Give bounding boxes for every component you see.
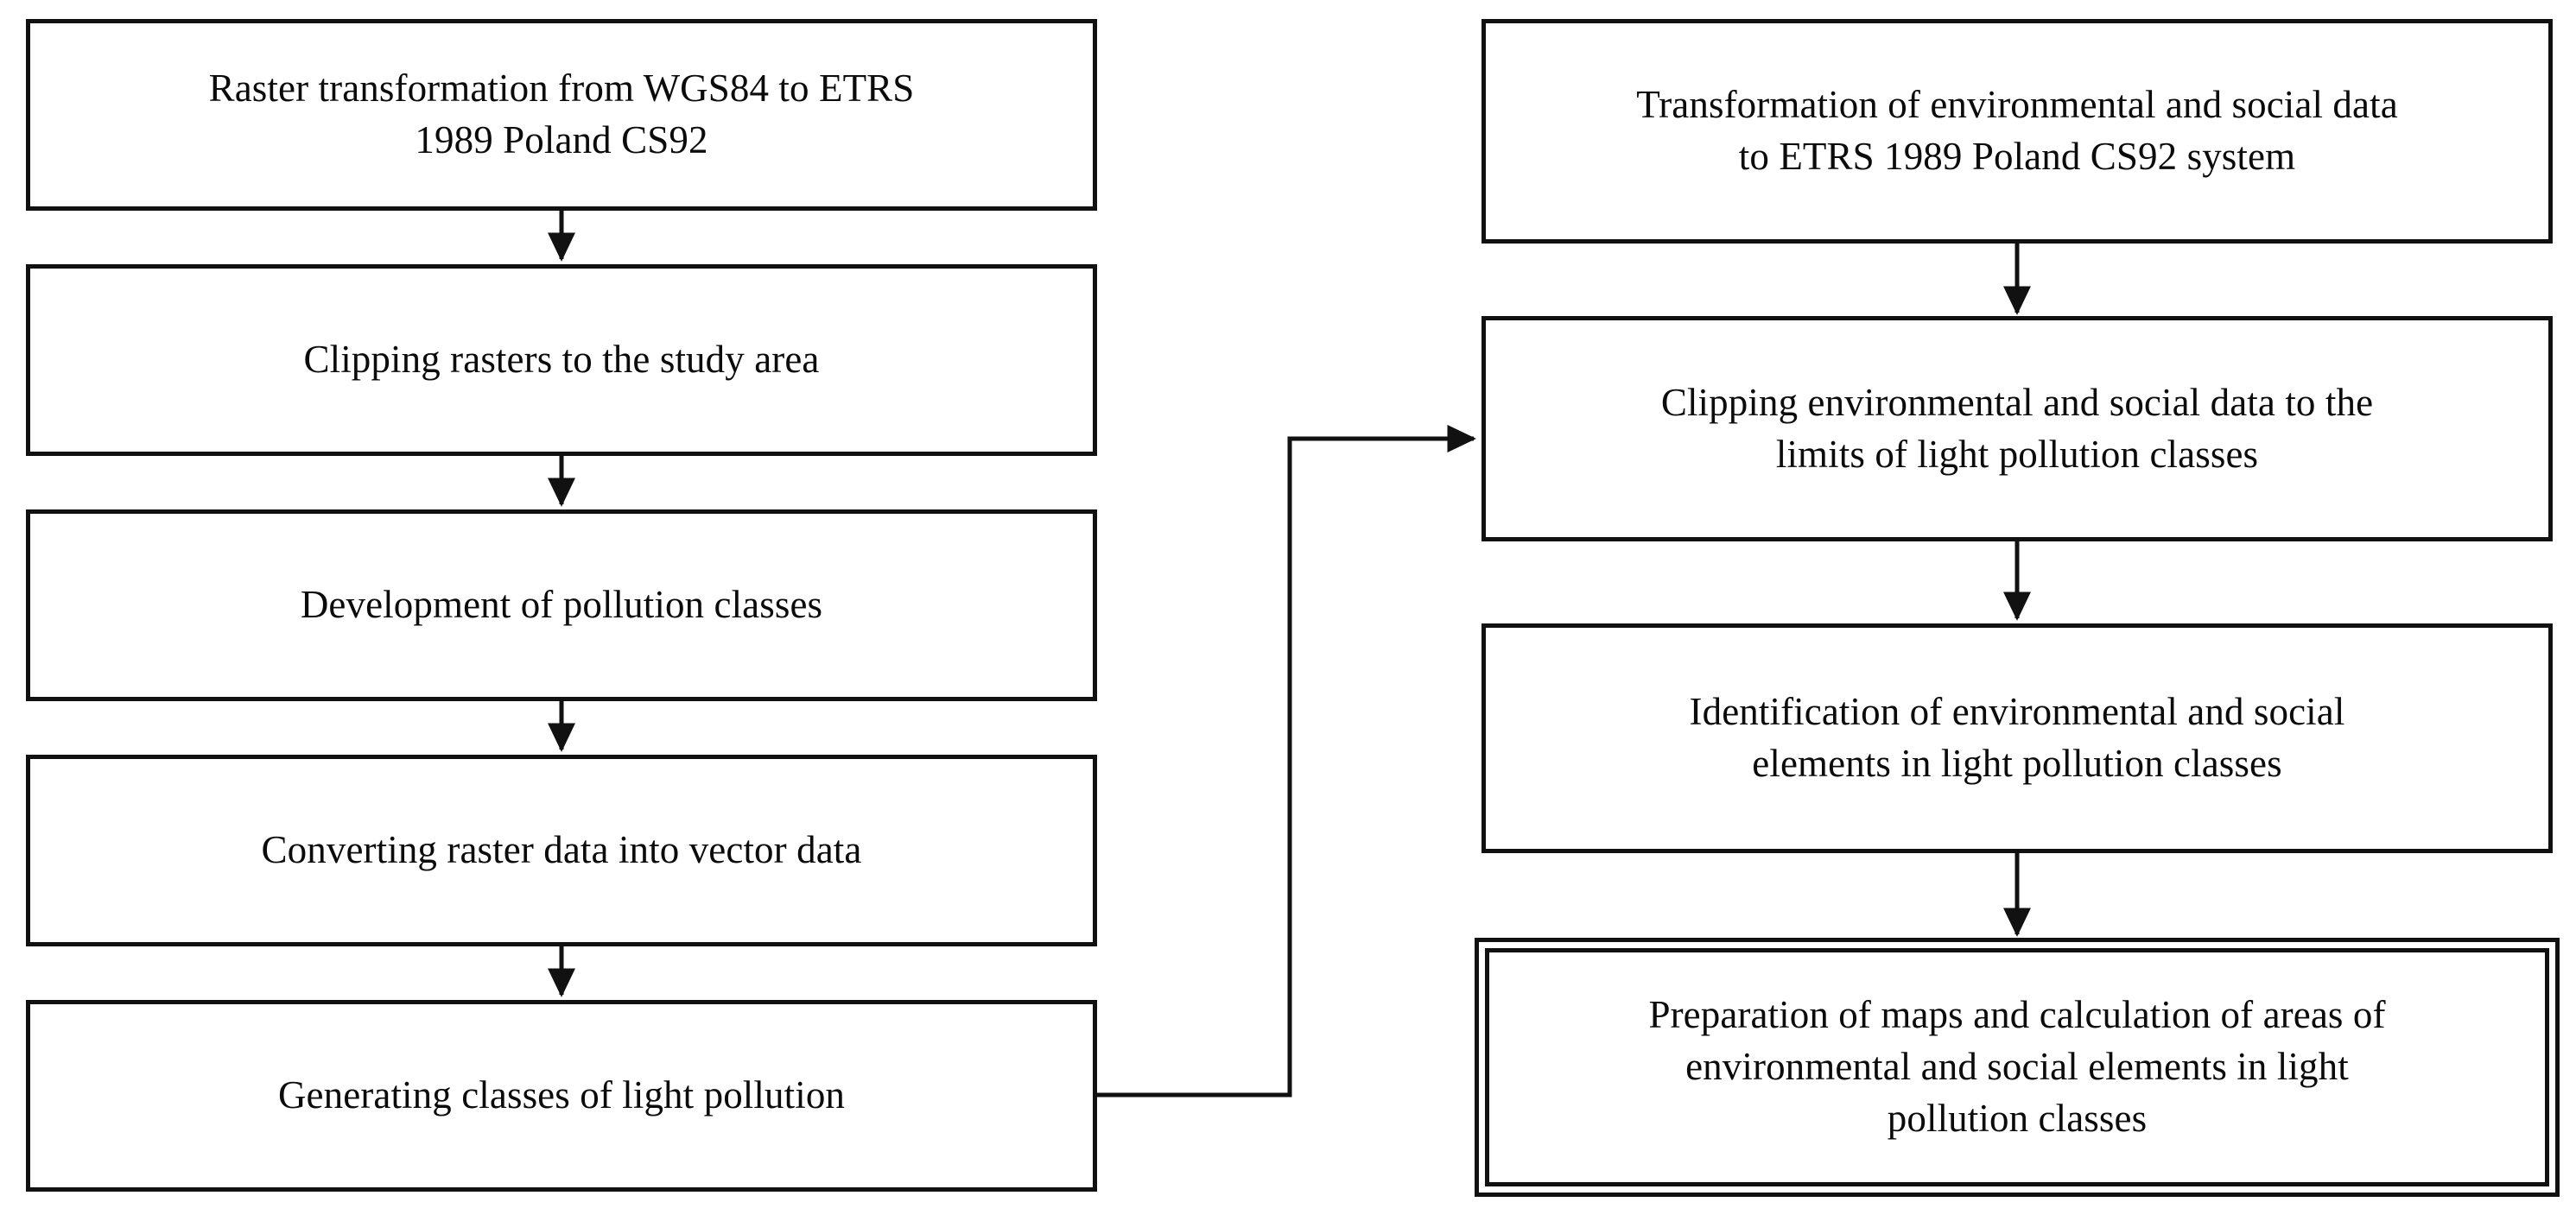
process-node-transformation-env-social-data[interactable]: Transformation of environmental and soci… bbox=[1482, 19, 2553, 244]
process-node-clipping-rasters[interactable]: Clipping rasters to the study area bbox=[26, 264, 1097, 456]
process-node-label: Raster transformation from WGS84 to ETRS… bbox=[208, 66, 915, 161]
process-node-generating-light-pollution-classes[interactable]: Generating classes of light pollution bbox=[26, 1000, 1097, 1192]
connector-l5-r2-elbow bbox=[1097, 424, 1476, 1098]
process-node-clipping-env-social-data[interactable]: Clipping environmental and social data t… bbox=[1482, 316, 2553, 541]
process-node-label: Clipping environmental and social data t… bbox=[1660, 380, 2374, 476]
process-node-label: Converting raster data into vector data bbox=[261, 828, 862, 872]
process-node-label: Development of pollution classes bbox=[300, 583, 823, 627]
process-node-label: Preparation of maps and calculation of a… bbox=[1648, 993, 2386, 1140]
process-node-label: Identification of environmental and soci… bbox=[1689, 690, 2345, 785]
process-node-raster-transformation[interactable]: Raster transformation from WGS84 to ETRS… bbox=[26, 19, 1097, 211]
process-node-converting-raster-to-vector[interactable]: Converting raster data into vector data bbox=[26, 755, 1097, 946]
process-node-label: Generating classes of light pollution bbox=[277, 1073, 846, 1117]
process-node-identification-env-social-elements[interactable]: Identification of environmental and soci… bbox=[1482, 623, 2553, 853]
process-node-preparation-of-maps[interactable]: Preparation of maps and calculation of a… bbox=[1475, 938, 2560, 1197]
process-node-development-pollution-classes[interactable]: Development of pollution classes bbox=[26, 509, 1097, 701]
process-node-label: Transformation of environmental and soci… bbox=[1636, 83, 2398, 178]
double-border-inner-frame: Preparation of maps and calculation of a… bbox=[1485, 948, 2549, 1186]
process-node-label: Clipping rasters to the study area bbox=[303, 338, 820, 382]
